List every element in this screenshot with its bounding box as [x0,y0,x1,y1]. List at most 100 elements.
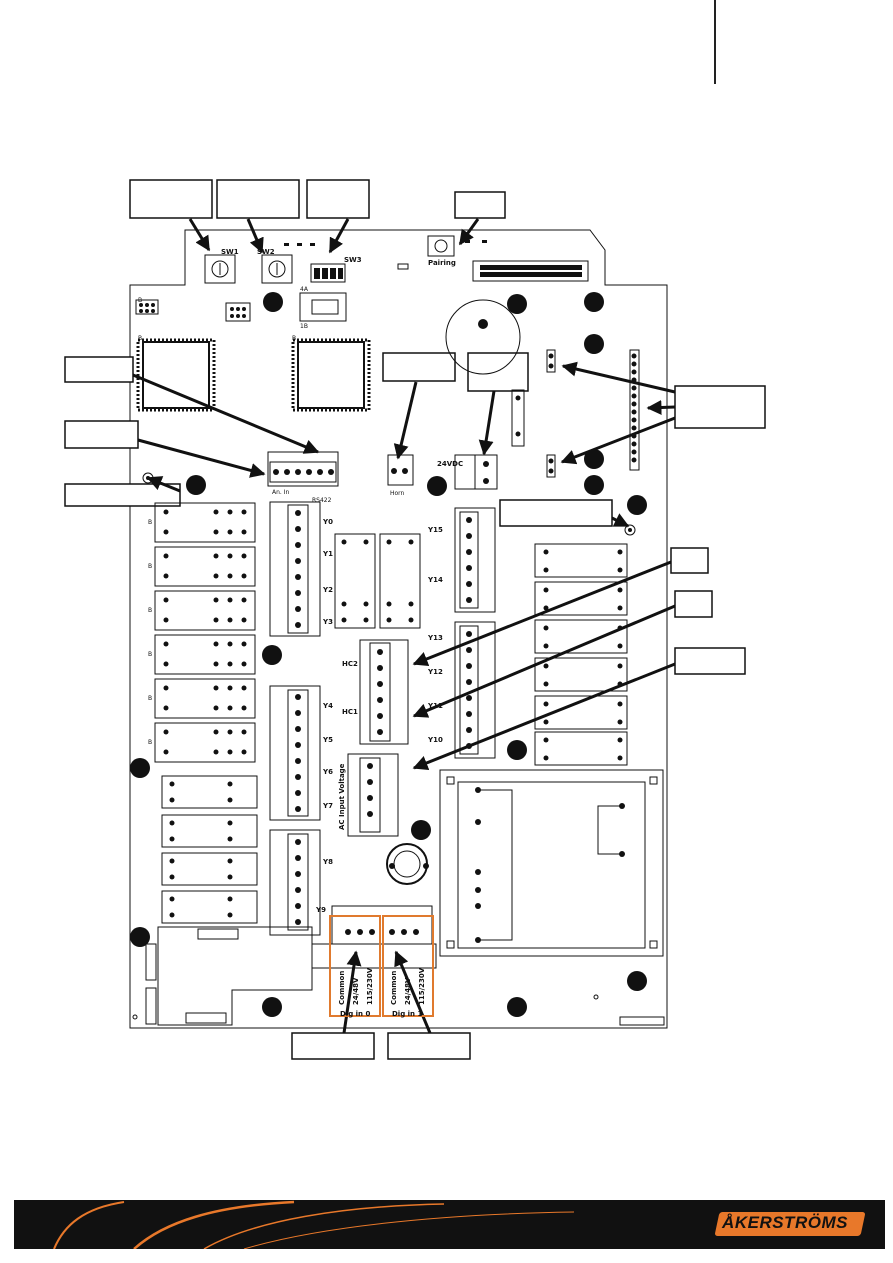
orange-highlight-boxes [329,915,434,1017]
hc1-label: HC1 [342,708,358,716]
callout-horn [382,352,456,382]
terminal-power: 24VDC [437,454,498,490]
svg-text:Y5: Y5 [322,736,333,744]
ac-input-terminal [347,753,399,837]
lower-left-relays [161,775,258,924]
svg-text:Y0: Y0 [322,518,333,526]
ribbon-header [472,260,589,282]
pcb-diagram: SW1 SW2 SW3 Pairing [64,179,766,1060]
callout-arrows [132,218,676,1034]
left-relay-b-labels: B B B B B B B B B [138,297,296,746]
terminal-horn: Horn [387,454,414,497]
left-relay-pins [163,509,247,755]
hc2-label: HC2 [342,660,358,668]
an-in-label: An. In [272,489,289,496]
svg-text:B: B [148,607,152,614]
misc-marks [132,994,665,1026]
svg-text:Common: Common [338,971,346,1005]
footer-bar: ÅKERSTRÖMS [14,1200,885,1249]
output-terminals-left [269,501,321,936]
dig-in-0-labels: Common 24/48V 115/230V Dig in 0 [338,967,374,1018]
callout-analog-in [64,420,139,449]
footer-swoosh [53,1200,575,1249]
svg-text:B: B [148,651,152,658]
callout-status-leds [674,385,766,429]
terminal-an-in-rs422: An. In RS422 [267,451,339,504]
svg-text:Y8: Y8 [322,858,333,866]
standoffs [130,292,647,1017]
small-headers: 4A 1B [135,286,347,330]
top-leds [284,240,487,270]
svg-text:115/230V: 115/230V [366,967,374,1005]
microcontroller-chips [136,338,371,412]
hc-terminals [359,639,409,745]
callout-boxes [64,179,766,1060]
svg-text:115/230V: 115/230V [418,967,426,1005]
svg-text:B: B [292,335,296,342]
callout-dig-in-0 [291,1032,375,1060]
svg-text:Y1: Y1 [322,550,333,558]
rotary-switch-sw1: SW1 [204,248,239,284]
svg-text:Y6: Y6 [322,768,333,776]
svg-text:B: B [148,695,152,702]
output-labels-right: Y15 Y14 Y13 Y12 Y11 Y10 [427,526,443,744]
pairing-label: Pairing [428,259,456,267]
middle-relays [334,533,421,629]
ac-input-label: AC Input Voltage [338,763,346,830]
mains-transformer [439,769,664,957]
power-label: 24VDC [437,460,463,468]
svg-text:Dig in 0: Dig in 0 [340,1010,370,1018]
callout-hc2 [670,547,709,574]
rotary-switch-sw2: SW2 [257,248,293,284]
svg-text:Y4: Y4 [322,702,333,710]
board-outline [129,229,668,1029]
svg-text:Y14: Y14 [427,576,443,584]
callout-ac-input [674,647,746,675]
svg-text:Dig in 1: Dig in 1 [392,1010,422,1018]
callout-power [467,352,529,392]
svg-text:Y10: Y10 [427,736,443,744]
pairing-button: Pairing [427,235,456,267]
svg-text:B: B [138,335,142,342]
svg-text:Y2: Y2 [322,586,333,594]
callout-sw3 [306,179,370,219]
horn-label: Horn [390,490,405,497]
svg-text:24/48V: 24/48V [404,977,412,1005]
transformer-area [145,926,313,1026]
callout-sw1 [129,179,213,219]
buzzer [445,299,521,375]
svg-text:Y7: Y7 [322,802,333,810]
callout-rs422 [64,356,134,383]
svg-text:Y11: Y11 [427,702,443,710]
svg-text:B: B [148,739,152,746]
svg-text:24/48V: 24/48V [352,977,360,1005]
conn-1b-label: 1B [300,323,308,330]
svg-text:Y15: Y15 [427,526,443,534]
svg-text:Y3: Y3 [322,618,333,626]
callout-dig-in-1 [387,1032,471,1060]
dig-in-1-labels: Common 24/48V 115/230V Dig in 1 [390,967,426,1018]
callout-hc1 [674,590,713,618]
sw3-label: SW3 [344,256,362,264]
callout-pairing [454,191,506,219]
ground-points [142,472,636,536]
capacitor [386,843,429,885]
svg-text:Y12: Y12 [427,668,443,676]
left-relays [154,502,256,763]
dip-switch-sw3: SW3 [310,256,362,283]
svg-text:Common: Common [390,971,398,1005]
callout-sw2 [216,179,300,219]
power-jumper [511,389,525,447]
svg-text:B: B [138,297,142,304]
sw2-label: SW2 [257,248,275,256]
rs422-label: RS422 [312,497,332,504]
svg-text:B: B [148,519,152,526]
sw1-label: SW1 [221,248,239,256]
status-led-column [546,349,640,478]
conn-4a-label: 4A [300,286,309,293]
right-relays [534,543,628,766]
brand-logo-text: ÅKERSTRÖMS [722,1213,848,1232]
svg-text:Y13: Y13 [427,634,443,642]
svg-text:Y9: Y9 [315,906,326,914]
output-labels-left: Y0 Y1 Y2 Y3 Y4 Y5 Y6 Y7 Y8 Y9 [315,518,333,914]
